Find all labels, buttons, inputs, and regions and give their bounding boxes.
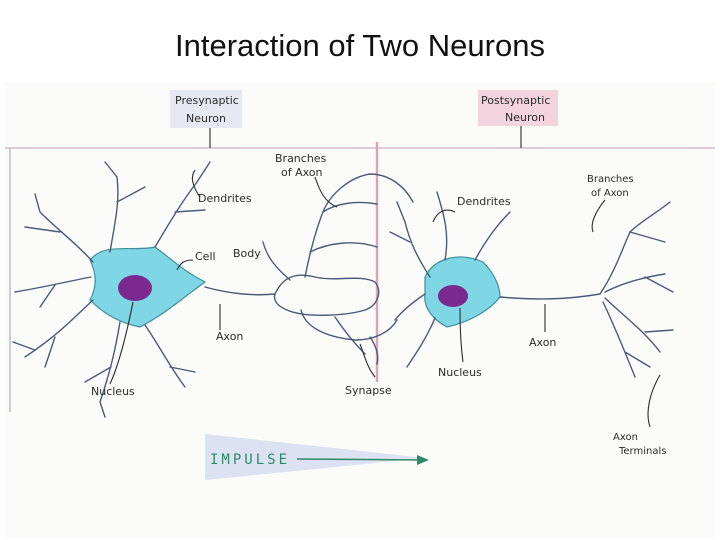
synapse-label: Synapse: [345, 384, 392, 397]
axon-terminals-label-line2: Terminals: [618, 446, 666, 457]
axon-right-label: Axon: [529, 336, 556, 349]
cell-label: Cell: [195, 250, 216, 263]
presynaptic-label-line1: Presynaptic: [175, 94, 239, 107]
branches-right-label-line2: of Axon: [591, 188, 629, 199]
axon-left-label: Axon: [216, 330, 243, 343]
slide-title: Interaction of Two Neurons: [175, 28, 545, 63]
presynaptic-dendrites: [12, 161, 211, 418]
neuron-diagram: Presynaptic Neuron Postsynaptic Neuron: [5, 90, 715, 480]
neuron-drawing-sheet: Presynaptic Neuron Postsynaptic Neuron: [5, 82, 715, 538]
postsynaptic-axon-terminals: [599, 201, 674, 378]
nucleus-right-label: Nucleus: [438, 366, 482, 379]
label-leaders: [109, 169, 661, 428]
presynaptic-nucleus: [118, 275, 152, 301]
postsynaptic-label-line2: Neuron: [505, 111, 545, 124]
dendrites-right-label: Dendrites: [457, 195, 511, 208]
impulse-label: IMPULSE: [210, 452, 290, 468]
impulse-arrow-head: [417, 455, 429, 465]
nucleus-left-label: Nucleus: [91, 385, 135, 398]
branches-right-label-line1: Branches: [587, 174, 634, 185]
presynaptic-axon-branches: [262, 173, 414, 365]
presynaptic-label-box: [170, 90, 242, 128]
impulse-arrow-shaft: [296, 458, 424, 461]
branches-left-label-line1: Branches: [275, 152, 327, 165]
postsynaptic-label-box: [478, 90, 558, 126]
axon-terminals-label-line1: Axon: [613, 432, 638, 443]
body-label: Body: [233, 247, 261, 260]
presynaptic-axon: [204, 286, 276, 296]
postsynaptic-axon: [499, 293, 601, 300]
dendrites-left-label: Dendrites: [198, 192, 252, 205]
postsynaptic-dendrites: [389, 191, 511, 368]
branches-left-label-line2: of Axon: [281, 166, 323, 179]
postsynaptic-label-line1: Postsynaptic: [481, 94, 550, 107]
postsynaptic-nucleus: [438, 285, 468, 307]
presynaptic-label-line2: Neuron: [186, 112, 226, 125]
impulse-wedge: [205, 434, 425, 480]
